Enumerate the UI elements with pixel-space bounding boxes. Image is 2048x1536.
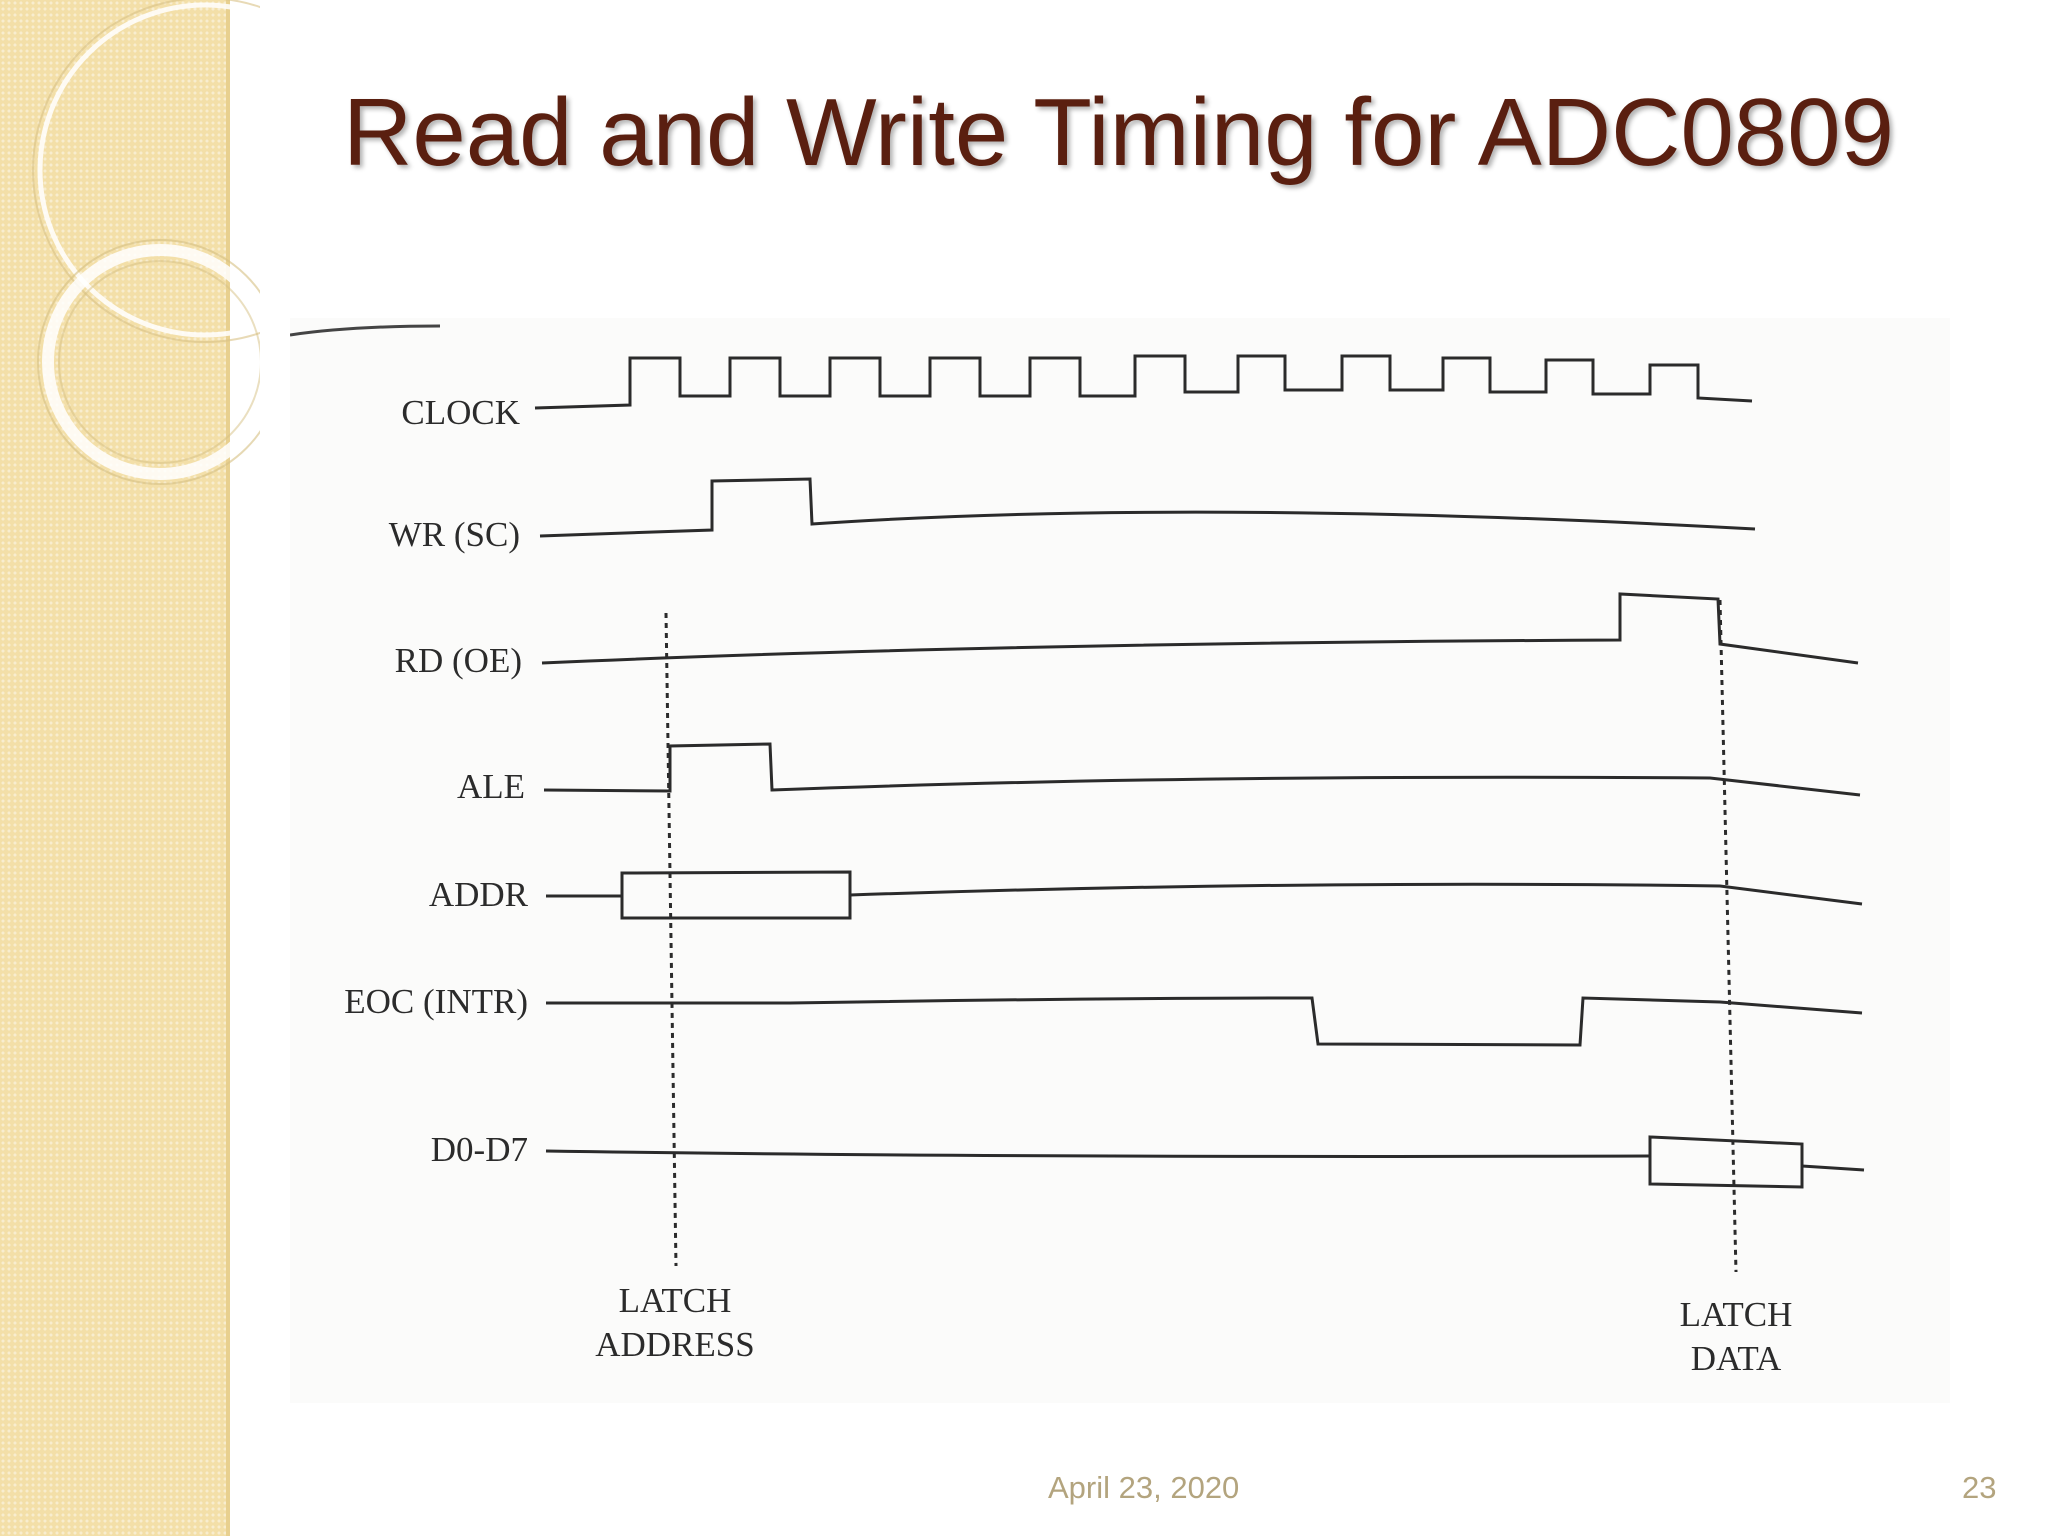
signal-label-addr: ADDR [429, 875, 529, 914]
sidebar-edge [226, 0, 230, 1536]
eoc-waveform [546, 996, 1863, 1047]
latch-address-label-line-1: LATCH [619, 1281, 732, 1320]
d0-d7-bus-box [1648, 1135, 1804, 1189]
signal-label-rd: RD (OE) [395, 641, 522, 680]
latch-address-label-line-2: ADDRESS [595, 1325, 754, 1364]
signal-label-ale: ALE [457, 767, 525, 806]
decorative-rings [32, 0, 260, 485]
latch-data-marker-line [1718, 599, 1738, 1273]
addr-bus-box [620, 870, 852, 920]
clock-waveform [534, 354, 1753, 410]
footer-date: April 23, 2020 [1048, 1470, 1240, 1505]
scan-edge-line [290, 324, 441, 337]
latch-address-marker-line [664, 612, 678, 1267]
latch-data-label-line-2: DATA [1691, 1339, 1782, 1378]
ale-waveform [543, 742, 1861, 797]
latch-data-label-line-1: LATCH [1680, 1295, 1793, 1334]
timing-diagram-svg: CLOCK WR (SC) RD (OE) ALE ADDR EOC (INTR… [290, 324, 1865, 1378]
d0-d7-waveform [545, 1149, 1865, 1172]
signal-label-d0-d7: D0-D7 [431, 1130, 528, 1169]
rd-waveform [541, 592, 1859, 665]
wr-waveform [539, 477, 1756, 538]
signal-label-wr: WR (SC) [389, 515, 520, 554]
footer-page-number: 23 [1962, 1470, 1997, 1505]
addr-waveform [546, 882, 1863, 906]
signal-label-eoc: EOC (INTR) [344, 982, 528, 1021]
slide-title: Read and Write Timing for ADC0809 [343, 79, 1894, 186]
timing-diagram: CLOCK WR (SC) RD (OE) ALE ADDR EOC (INTR… [290, 318, 1950, 1403]
signal-label-clock: CLOCK [401, 393, 520, 432]
